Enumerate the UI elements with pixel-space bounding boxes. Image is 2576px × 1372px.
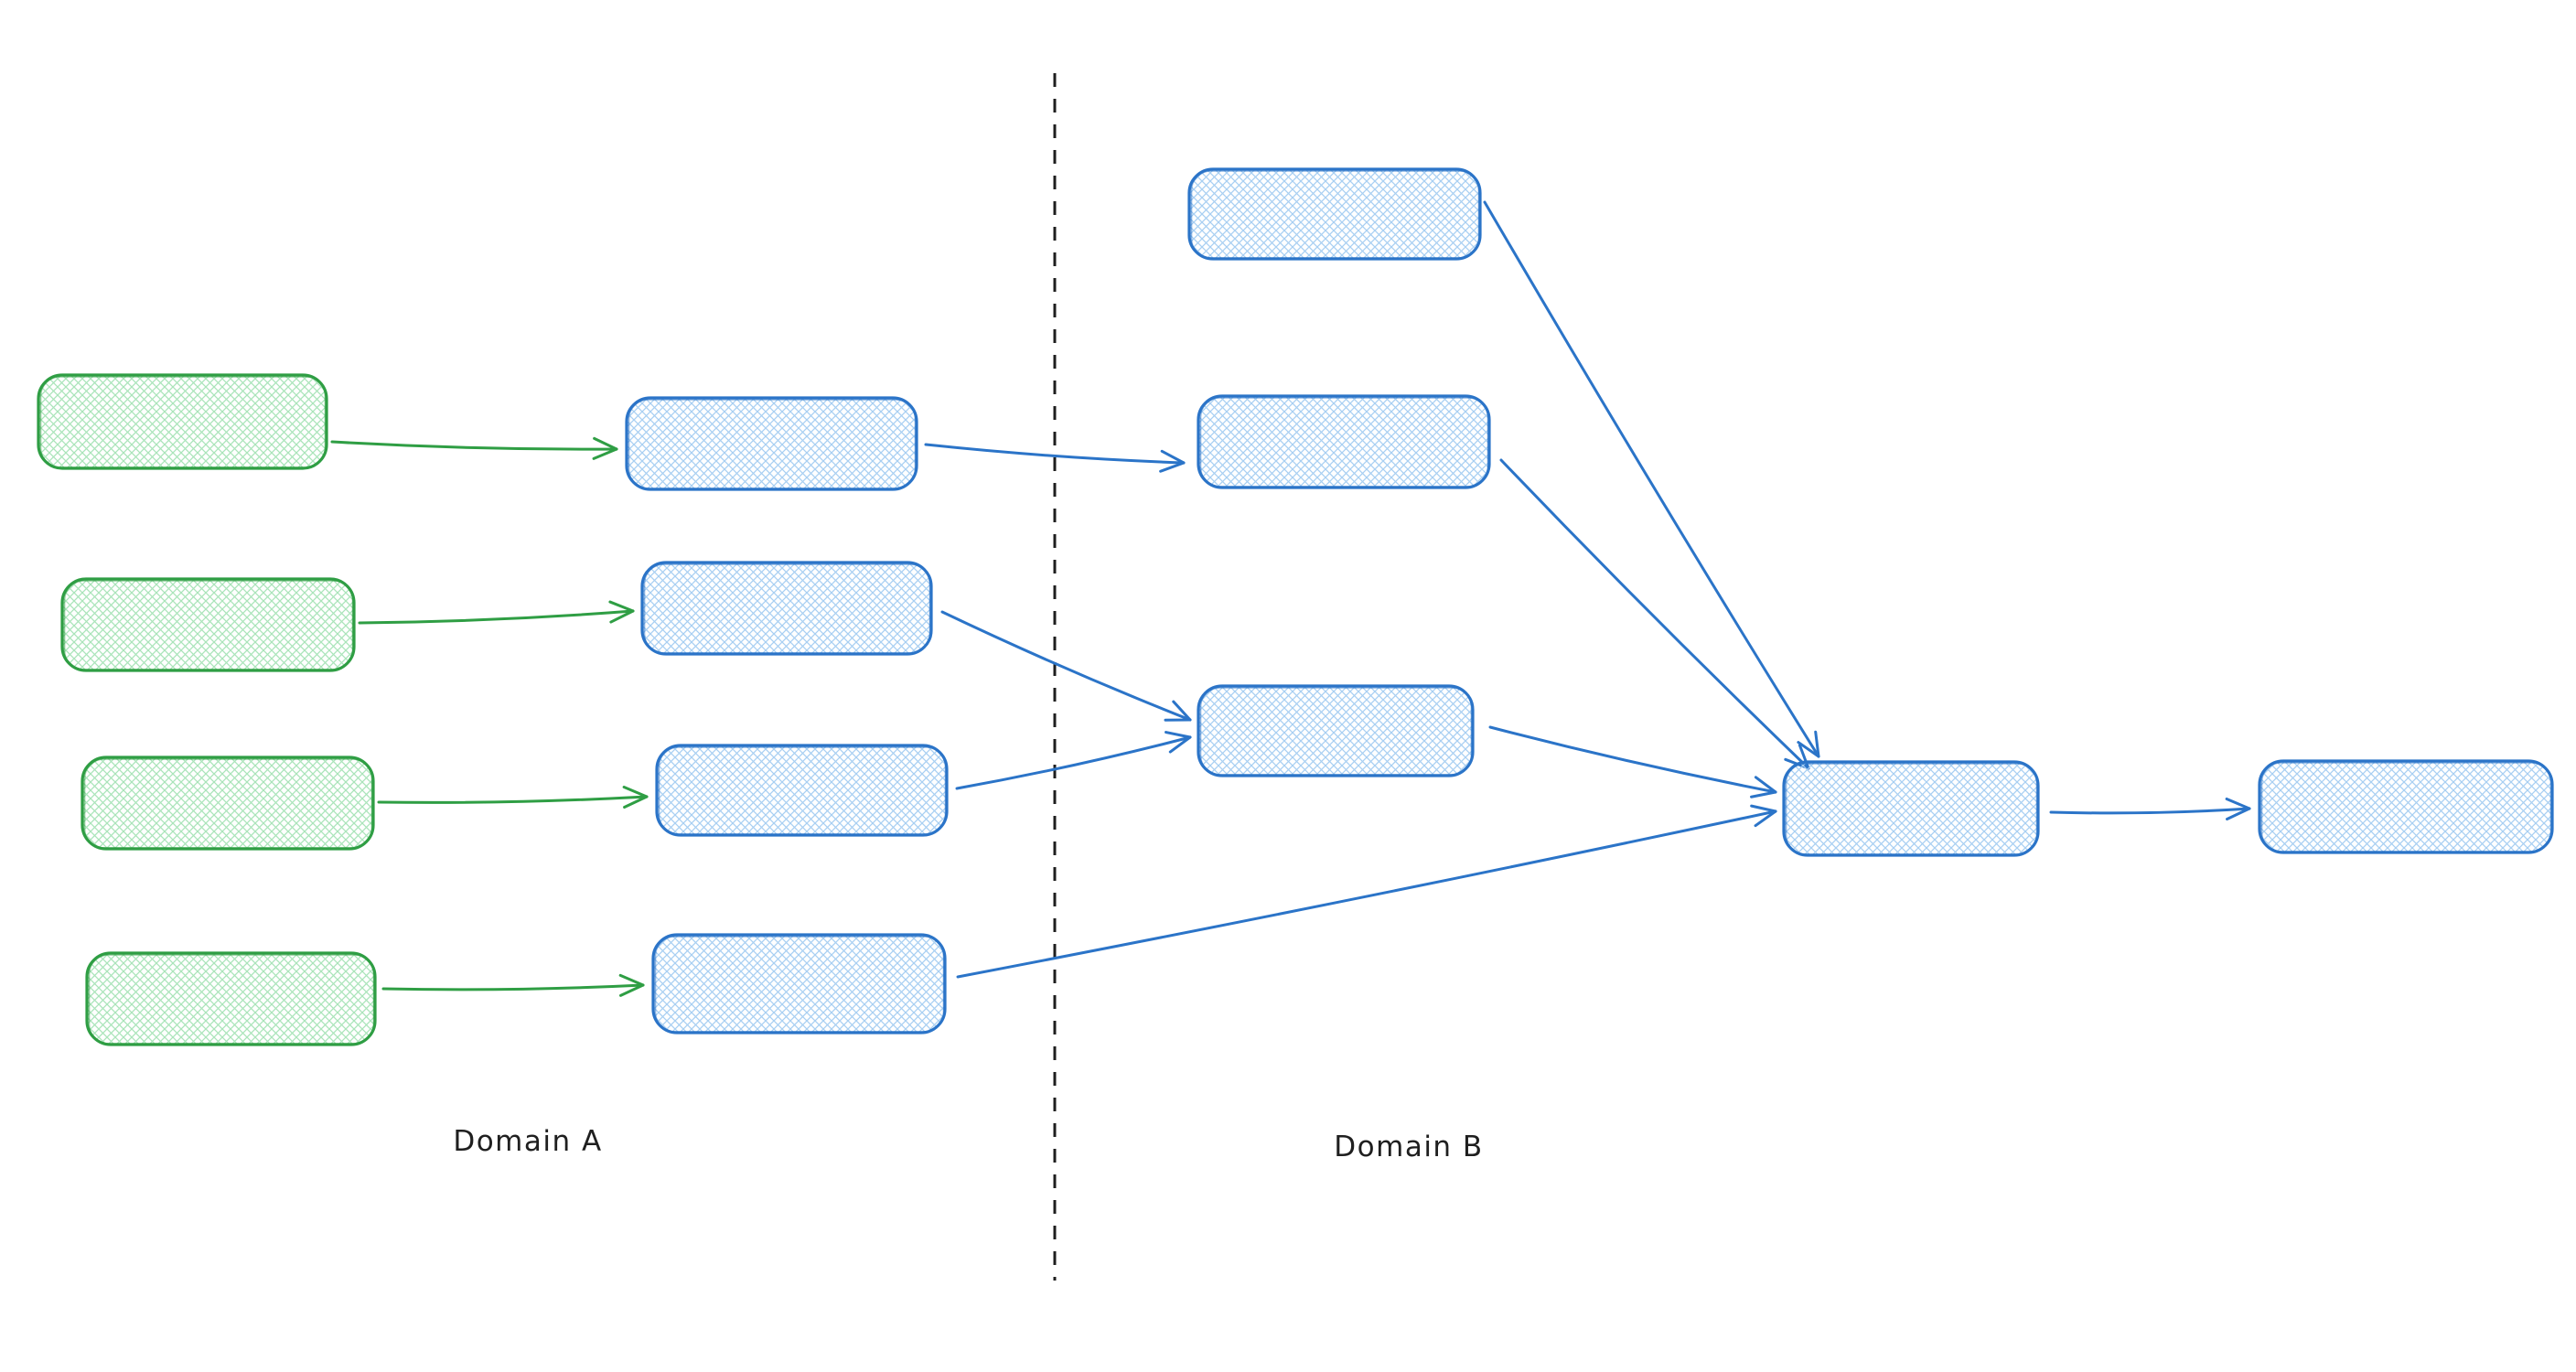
- domain-b-box-1: [1187, 167, 1482, 261]
- edge-source2-intermediate2: [358, 600, 635, 625]
- domain-b-label: Domain B: [1334, 1131, 1484, 1163]
- source-box-2: [60, 577, 356, 672]
- node-layer: [37, 167, 2554, 1046]
- source-box-3: [80, 756, 375, 851]
- edge-intermediate3-target3: [955, 731, 1192, 790]
- edge-intermediate4-aggregator: [956, 804, 1777, 979]
- edge-layer: [330, 73, 2251, 1281]
- edge-source4-intermediate4: [381, 973, 645, 997]
- edge-intermediate1-target2: [924, 443, 1186, 473]
- edge-intermediate2-target3: [940, 610, 1192, 722]
- domain-b-box-2: [1197, 394, 1491, 489]
- intermediate-box-3: [655, 744, 949, 837]
- intermediate-box-2: [640, 561, 933, 656]
- source-box-1: [37, 373, 328, 470]
- edge-target1-aggregator: [1483, 200, 1820, 758]
- edge-source3-intermediate3: [377, 785, 649, 809]
- edge-aggregator-output: [2049, 797, 2251, 820]
- edge-target2-aggregator: [1499, 458, 1810, 770]
- output-box: [2258, 759, 2554, 854]
- edge-target3-aggregator: [1488, 725, 1777, 799]
- domain-b-box-3: [1197, 684, 1475, 777]
- intermediate-box-1: [625, 396, 918, 491]
- source-box-4: [85, 951, 377, 1046]
- aggregator-box: [1782, 760, 2040, 857]
- edge-source1-intermediate1: [330, 436, 618, 460]
- intermediate-box-4: [651, 933, 947, 1034]
- domain-a-label: Domain A: [453, 1125, 603, 1158]
